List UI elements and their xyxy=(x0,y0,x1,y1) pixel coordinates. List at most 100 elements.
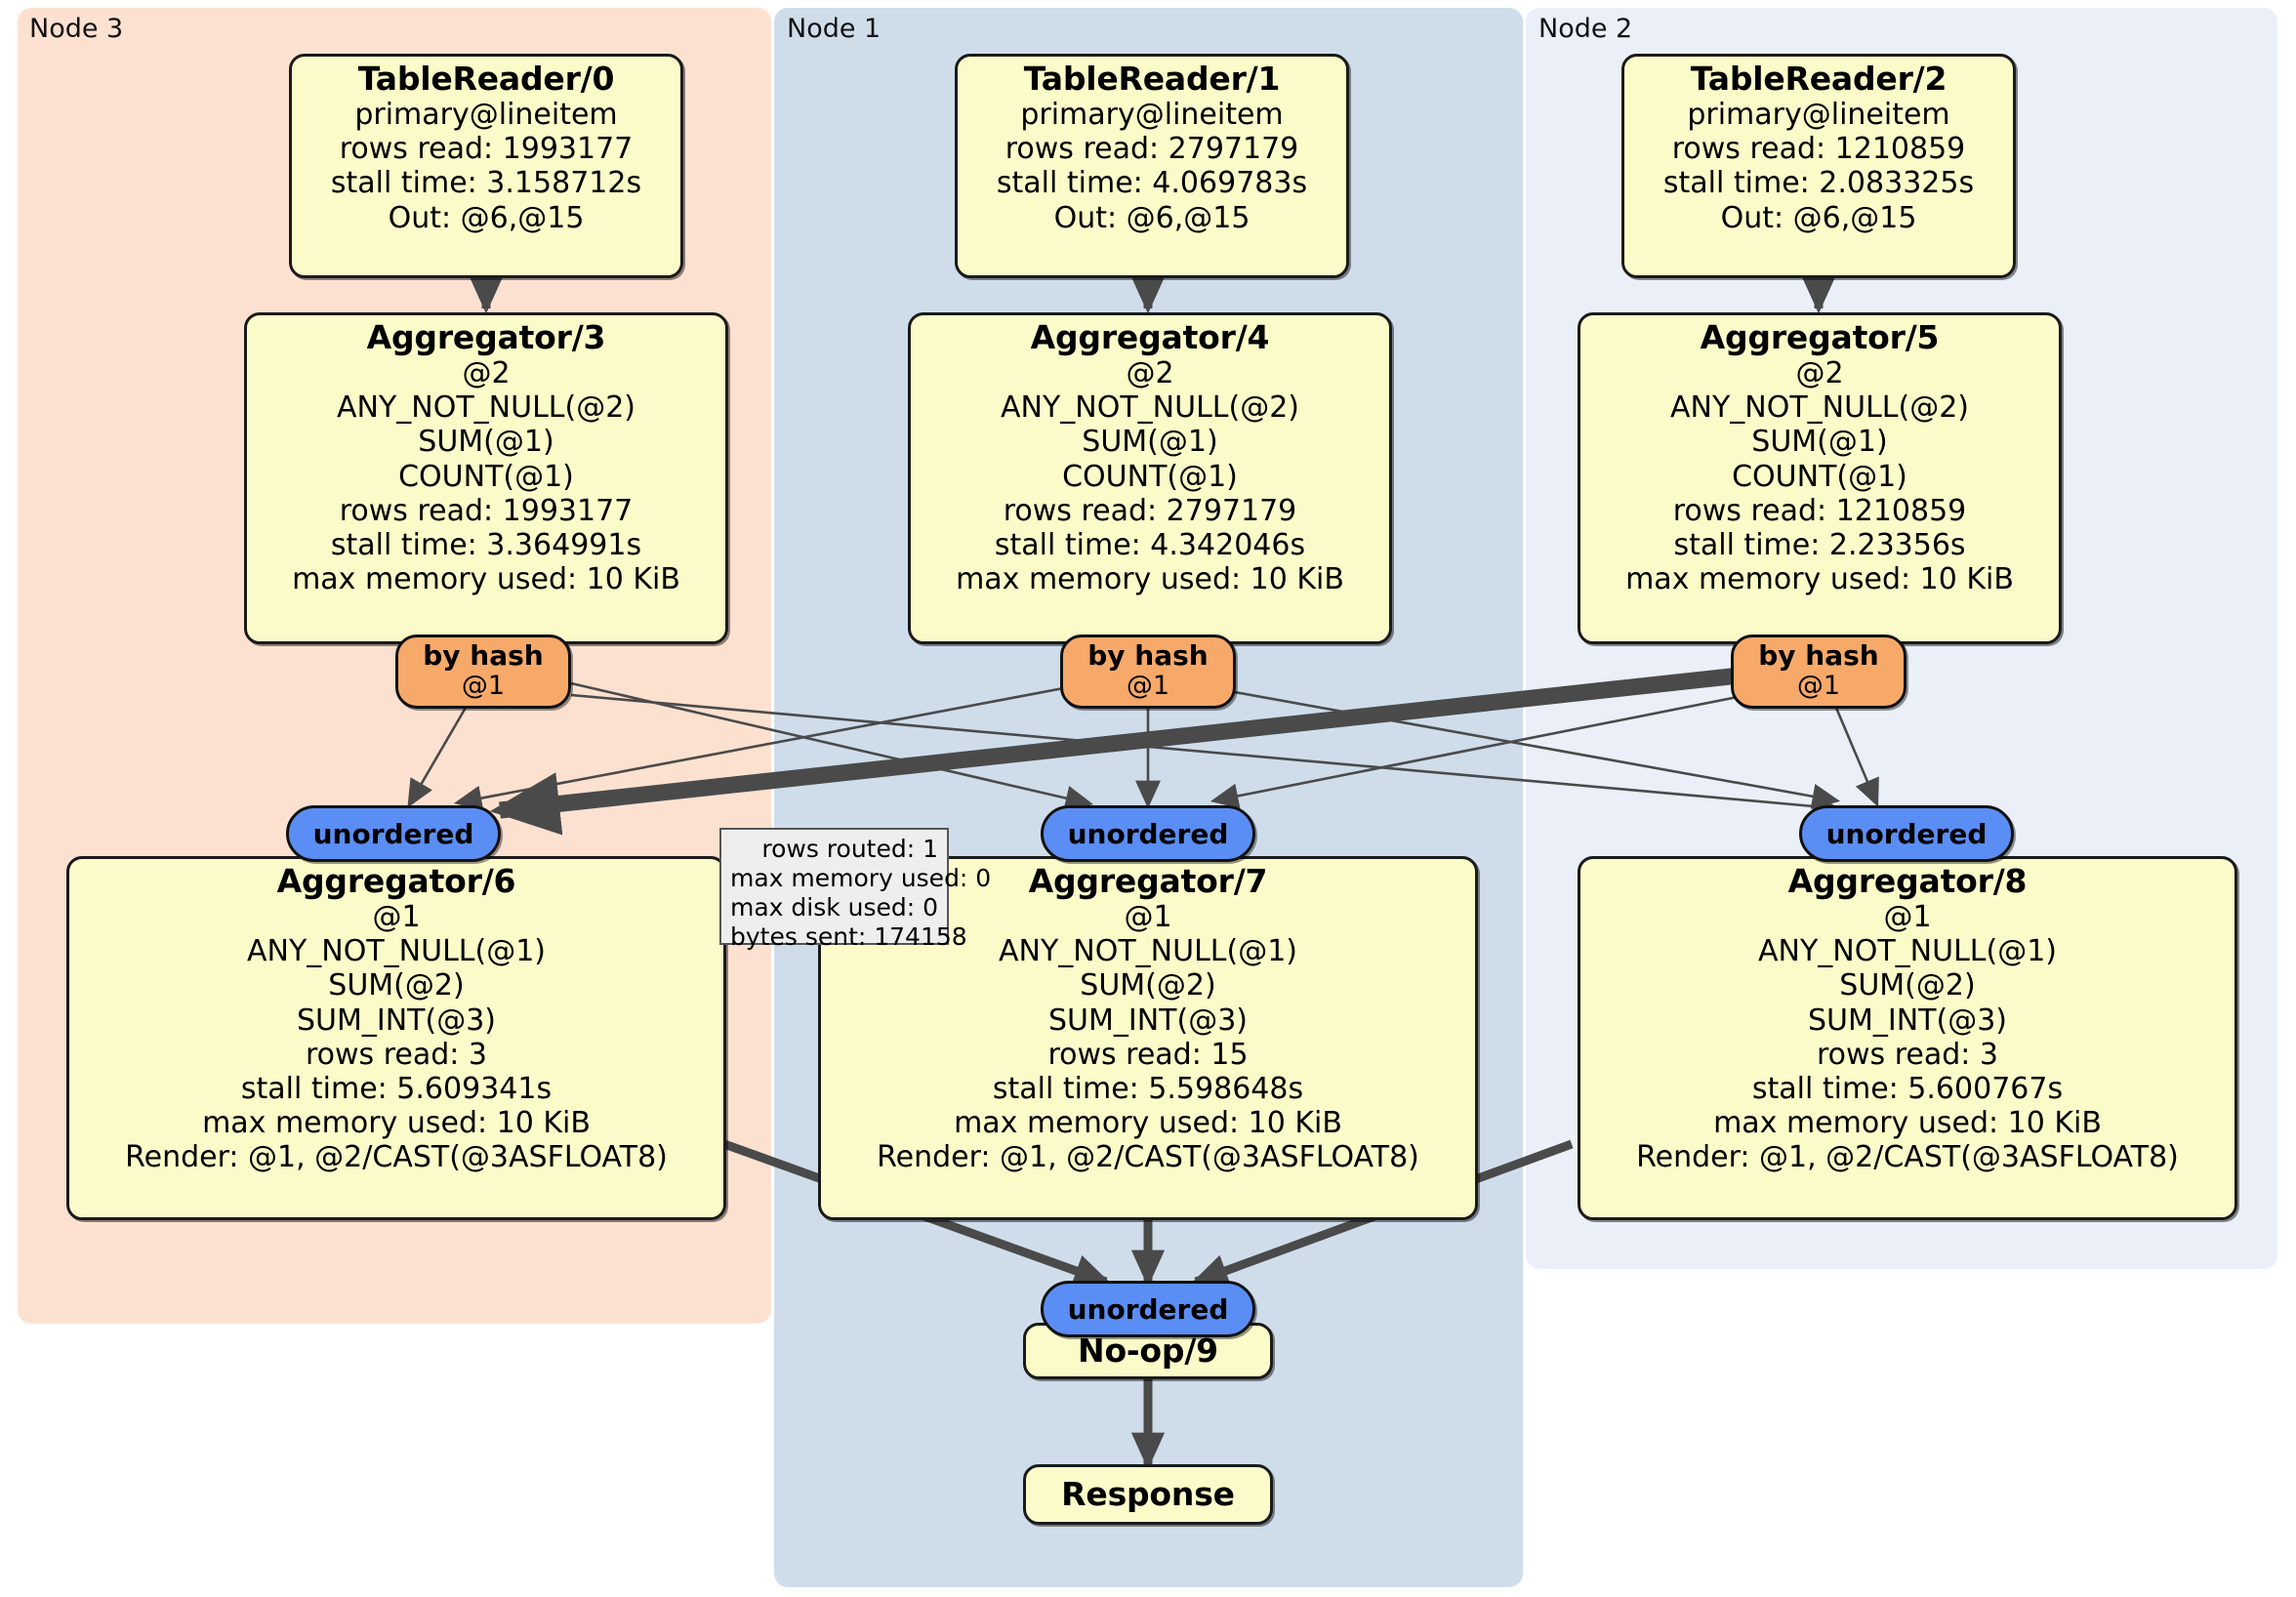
operator-detail: rows read: 3 xyxy=(1816,1037,1999,1072)
cluster-label-node1: Node 1 xyxy=(787,14,882,44)
operator-detail: ANY_NOT_NULL(@2) xyxy=(337,390,636,426)
operator-detail: ANY_NOT_NULL(@1) xyxy=(1758,934,2057,969)
operator-detail: stall time: 5.609341s xyxy=(240,1071,553,1106)
operator-detail: SUM(@1) xyxy=(418,425,554,460)
router-by-hash-node2[interactable]: by hash @1 xyxy=(1731,635,1906,709)
operator-detail: max memory used: 10 KiB xyxy=(956,561,1344,596)
cluster-label-node3: Node 3 xyxy=(29,14,124,44)
operator-detail: @2 xyxy=(1795,356,1844,391)
router-column: @1 xyxy=(1796,670,1841,701)
operator-detail: COUNT(@1) xyxy=(1732,459,1907,494)
router-by-hash-node1[interactable]: by hash @1 xyxy=(1060,635,1236,709)
operator-detail: ANY_NOT_NULL(@2) xyxy=(1001,390,1299,426)
operator-title: TableReader/0 xyxy=(357,60,615,98)
operator-detail: rows read: 1210859 xyxy=(1671,132,1966,167)
operator-detail: @2 xyxy=(1126,356,1174,391)
router-by-hash-node3[interactable]: by hash @1 xyxy=(395,635,571,709)
operator-title: Aggregator/8 xyxy=(1787,862,2028,900)
operator-detail: stall time: 2.083325s xyxy=(1662,166,1975,201)
tooltip-line: max disk used: 0 xyxy=(730,893,939,921)
operator-aggregator-4[interactable]: Aggregator/4 @2 ANY_NOT_NULL(@2) SUM(@1)… xyxy=(908,312,1392,644)
operator-detail: max memory used: 10 KiB xyxy=(202,1105,591,1140)
stream-unordered-node1[interactable]: unordered xyxy=(1041,805,1255,862)
operator-tablereader-2[interactable]: TableReader/2 primary@lineitem rows read… xyxy=(1621,54,2016,278)
operator-title: TableReader/2 xyxy=(1690,60,1948,98)
operator-detail: primary@lineitem xyxy=(1020,98,1284,133)
router-column: @1 xyxy=(1126,670,1170,701)
stream-label: unordered xyxy=(1067,817,1229,850)
operator-detail: @1 xyxy=(1124,900,1172,935)
edge-stats-tooltip: rows routed: 1 max memory used: 0 max di… xyxy=(719,828,992,951)
operator-aggregator-3[interactable]: Aggregator/3 @2 ANY_NOT_NULL(@2) SUM(@1)… xyxy=(244,312,728,644)
stream-unordered-node3[interactable]: unordered xyxy=(286,805,501,862)
router-column: @1 xyxy=(461,670,506,701)
operator-detail: Out: @6,@15 xyxy=(1720,200,1917,235)
operator-detail: SUM(@2) xyxy=(328,968,465,1003)
operator-detail: COUNT(@1) xyxy=(398,459,574,494)
operator-aggregator-6[interactable]: Aggregator/6 @1 ANY_NOT_NULL(@1) SUM(@2)… xyxy=(66,856,726,1220)
operator-title: Response xyxy=(1061,1474,1235,1513)
operator-detail: ANY_NOT_NULL(@1) xyxy=(247,934,546,969)
operator-detail: rows read: 1993177 xyxy=(339,493,634,528)
operator-detail: rows read: 1210859 xyxy=(1672,493,1967,528)
operator-detail: ANY_NOT_NULL(@1) xyxy=(999,934,1297,969)
operator-tablereader-0[interactable]: TableReader/0 primary@lineitem rows read… xyxy=(289,54,683,278)
operator-detail: stall time: 3.158712s xyxy=(330,166,642,201)
operator-title: Aggregator/6 xyxy=(276,862,516,900)
operator-detail: SUM_INT(@3) xyxy=(1048,1003,1248,1038)
operator-detail: @1 xyxy=(1883,900,1932,935)
operator-detail: primary@lineitem xyxy=(354,98,618,133)
operator-detail: ANY_NOT_NULL(@2) xyxy=(1670,390,1969,426)
operator-detail: stall time: 5.598648s xyxy=(992,1071,1304,1106)
operator-detail: max memory used: 10 KiB xyxy=(1713,1105,2102,1140)
operator-detail: max memory used: 10 KiB xyxy=(292,561,680,596)
operator-title: TableReader/1 xyxy=(1023,60,1281,98)
operator-title: Aggregator/7 xyxy=(1028,862,1268,900)
operator-detail: @1 xyxy=(372,900,421,935)
operator-detail: primary@lineitem xyxy=(1687,98,1950,133)
operator-detail: SUM_INT(@3) xyxy=(297,1003,496,1038)
operator-detail: stall time: 5.600767s xyxy=(1751,1071,2064,1106)
operator-response[interactable]: Response xyxy=(1023,1464,1273,1525)
operator-detail: @2 xyxy=(462,356,511,391)
cluster-label-node2: Node 2 xyxy=(1538,14,1633,44)
operator-detail: stall time: 4.342046s xyxy=(994,527,1306,562)
operator-detail: SUM(@1) xyxy=(1082,425,1218,460)
tooltip-line: bytes sent: 174158 xyxy=(730,922,967,951)
operator-detail: rows read: 1993177 xyxy=(339,132,634,167)
operator-detail: stall time: 3.364991s xyxy=(330,527,642,562)
stream-unordered-node2[interactable]: unordered xyxy=(1799,805,2014,862)
operator-aggregator-8[interactable]: Aggregator/8 @1 ANY_NOT_NULL(@1) SUM(@2)… xyxy=(1578,856,2237,1220)
router-label: by hash xyxy=(1087,639,1209,672)
operator-detail: rows read: 2797179 xyxy=(1003,493,1297,528)
operator-detail: Render: @1, @2/CAST(@3ASFLOAT8) xyxy=(877,1139,1419,1174)
operator-detail: Render: @1, @2/CAST(@3ASFLOAT8) xyxy=(125,1139,668,1174)
operator-detail: Out: @6,@15 xyxy=(1053,200,1250,235)
stream-label: unordered xyxy=(1825,817,1988,850)
tooltip-line: max memory used: 0 xyxy=(730,864,992,892)
operator-aggregator-5[interactable]: Aggregator/5 @2 ANY_NOT_NULL(@2) SUM(@1)… xyxy=(1578,312,2062,644)
stream-label: unordered xyxy=(1067,1292,1229,1326)
operator-title: No-op/9 xyxy=(1078,1331,1218,1370)
operator-tablereader-1[interactable]: TableReader/1 primary@lineitem rows read… xyxy=(955,54,1349,278)
operator-title: Aggregator/4 xyxy=(1030,318,1270,356)
operator-detail: rows read: 2797179 xyxy=(1004,132,1299,167)
operator-detail: SUM(@1) xyxy=(1751,425,1888,460)
operator-detail: rows read: 15 xyxy=(1047,1037,1249,1072)
operator-detail: COUNT(@1) xyxy=(1062,459,1238,494)
operator-detail: rows read: 3 xyxy=(305,1037,488,1072)
operator-detail: max memory used: 10 KiB xyxy=(1625,561,2014,596)
operator-detail: SUM(@2) xyxy=(1080,968,1216,1003)
operator-title: Aggregator/3 xyxy=(366,318,606,356)
stream-label: unordered xyxy=(312,817,474,850)
operator-detail: stall time: 2.23356s xyxy=(1673,527,1966,562)
tooltip-line: rows routed: 1 xyxy=(761,835,938,863)
router-label: by hash xyxy=(1758,639,1879,672)
stream-unordered-final[interactable]: unordered xyxy=(1041,1281,1255,1337)
operator-detail: Out: @6,@15 xyxy=(388,200,585,235)
operator-detail: stall time: 4.069783s xyxy=(996,166,1308,201)
operator-detail: SUM_INT(@3) xyxy=(1808,1003,2007,1038)
operator-title: Aggregator/5 xyxy=(1700,318,1940,356)
router-label: by hash xyxy=(423,639,544,672)
operator-detail: max memory used: 10 KiB xyxy=(954,1105,1342,1140)
